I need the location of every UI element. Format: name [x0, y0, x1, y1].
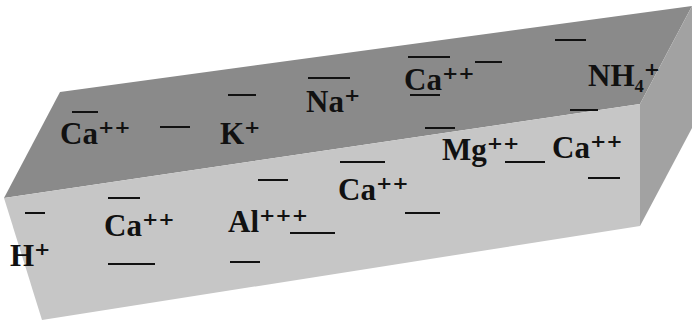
- cation-label: Ca⁺⁺: [104, 210, 175, 241]
- cation-label: NH₄⁺: [588, 60, 660, 91]
- front-face: [4, 104, 640, 320]
- cation-label: Al⁺⁺⁺: [228, 206, 308, 237]
- cation-label: Ca⁺⁺: [404, 64, 475, 95]
- cation-label: H⁺: [10, 240, 50, 271]
- cation-label: Na⁺: [306, 86, 360, 117]
- cation-label: K⁺: [220, 118, 260, 149]
- cation-label: Ca⁺⁺: [552, 132, 623, 163]
- negative-charges: [25, 40, 620, 264]
- cation-label: Ca⁺⁺: [338, 174, 409, 205]
- cation-label: Mg⁺⁺: [442, 134, 520, 165]
- cation-label: Ca⁺⁺: [60, 118, 131, 149]
- end-face: [640, 6, 692, 226]
